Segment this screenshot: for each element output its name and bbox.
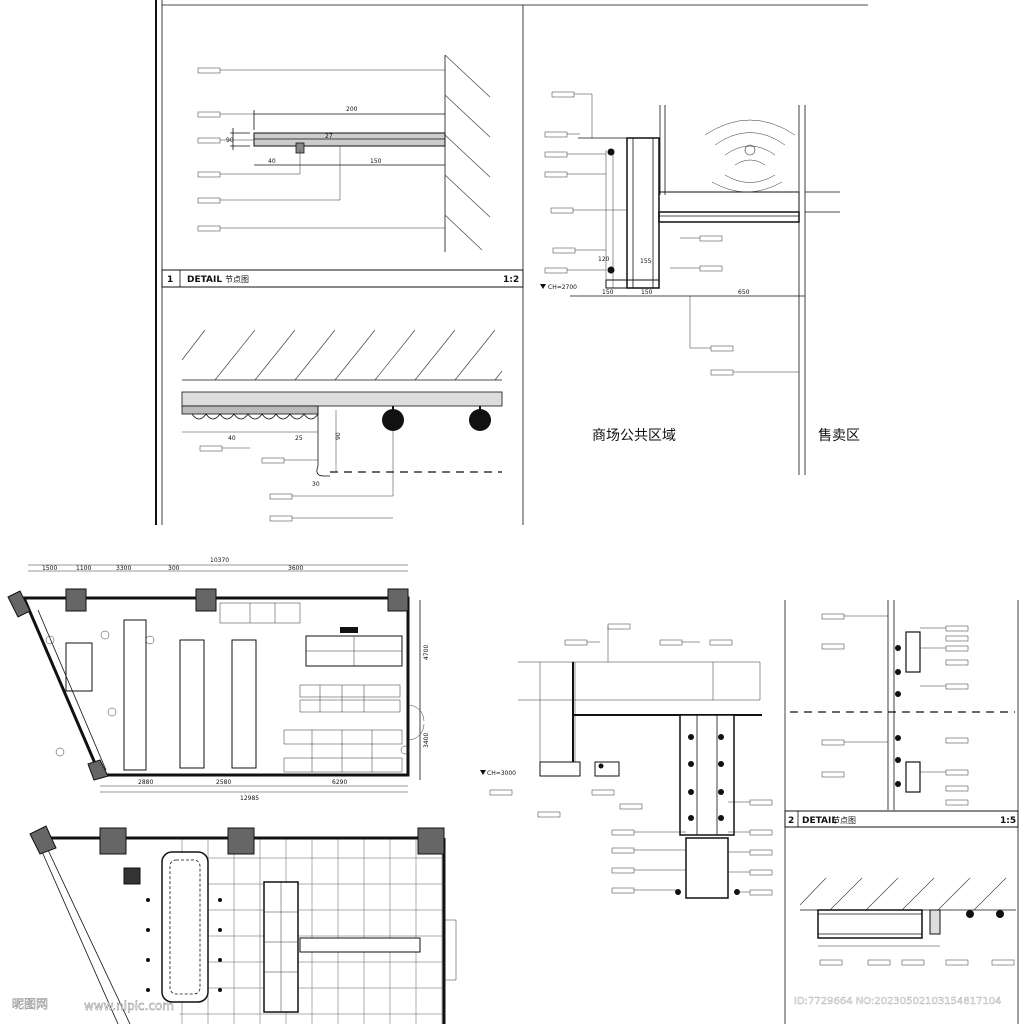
section-dim-90: 90 [335, 432, 342, 440]
center-dim-150a: 150 [602, 289, 614, 296]
center-dim-120: 120 [598, 256, 610, 263]
plan-dim-overall-bottom: 12985 [240, 795, 259, 802]
plan-dim-bottom-3: 6290 [332, 779, 347, 786]
detail-2-drawing: 2 DETAIL 节点图 1:5 [784, 600, 1019, 1024]
plan-dim-top-4: 300 [168, 565, 180, 572]
center-leaders [544, 91, 799, 376]
detail-1-number: 1 [167, 275, 173, 285]
detail-1-title: DETAIL [187, 275, 222, 285]
ceiling-height-3000: CH=3000 [487, 770, 516, 777]
detail-1-scale: 1:2 [503, 275, 519, 285]
zone-label-public: 商场公共区域 [592, 428, 676, 444]
detail-2-title: DETAIL [802, 816, 837, 826]
plan-figures [45, 630, 410, 757]
ceiling-height-2700: CH=2700 [548, 284, 577, 291]
detail-1-drawing: 200 150 40 27 90 1 DETAIL 节点图 1:2 [161, 54, 524, 288]
plan-display-tables [283, 684, 403, 773]
watermark: 昵图网 www.nipic.com ID:7729664 NO:20230502… [12, 996, 1002, 1013]
top-sheet-frame [155, 0, 868, 525]
detail-2-number: 2 [788, 816, 794, 826]
plan-dim-bottom-1: 2880 [138, 779, 153, 786]
dim-90: 90 [226, 137, 234, 144]
watermark-logo: 昵图网 [12, 997, 48, 1011]
plan-dim-bottom-2: 2580 [216, 779, 231, 786]
dim-150: 150 [370, 158, 382, 165]
plan-dim-top-1: 1500 [42, 565, 57, 572]
zone-label-sales: 售卖区 [818, 428, 860, 444]
plan-dim-top-5: 3600 [288, 565, 303, 572]
detail-2-scale: 1:5 [1000, 816, 1016, 826]
plan-dim-right-1: 4700 [423, 645, 430, 660]
floor-plan: 10370 1500 1100 3300 300 3600 [7, 557, 430, 802]
detail-2-title-cn: 节点图 [832, 816, 856, 825]
section-dim-40: 40 [228, 435, 236, 442]
plan-dim-overall-top: 10370 [210, 557, 229, 564]
dim-27: 27 [325, 133, 333, 140]
center-dim-150b: 150 [641, 289, 653, 296]
detail-2-section-leaders [819, 959, 1015, 966]
center-dim-155: 155 [640, 258, 652, 265]
plan-top-dims: 1500 1100 3300 300 3600 [42, 565, 303, 572]
detail-1-leaders [197, 67, 445, 232]
section-dim-25: 25 [295, 435, 303, 442]
detail-2-leaders [821, 613, 969, 806]
ceiling-section: 40 25 30 90 [181, 329, 503, 522]
plan-dim-right-2: 3400 [423, 733, 430, 748]
ceiling-plan-dots [146, 898, 222, 992]
watermark-id: ID:7729664 NO:20230502103154817104 [794, 996, 1002, 1007]
detail-1-title-cn: 节点图 [225, 275, 249, 284]
plan-dim-top-2: 1100 [76, 565, 91, 572]
ceiling-plan [29, 825, 457, 1024]
wall-detail-center: 150 150 650 155 120 CH=2700 商场公共区域 售卖区 [540, 91, 860, 475]
bottom-center-leaders [489, 623, 773, 896]
wall-detail-bottom: CH=3000 [480, 623, 773, 899]
center-dim-650: 650 [738, 289, 750, 296]
plan-dim-top-3: 3300 [116, 565, 131, 572]
watermark-url: www.nipic.com [84, 999, 174, 1013]
section-dim-30: 30 [312, 481, 320, 488]
dim-200: 200 [346, 106, 358, 113]
dim-40: 40 [268, 158, 276, 165]
